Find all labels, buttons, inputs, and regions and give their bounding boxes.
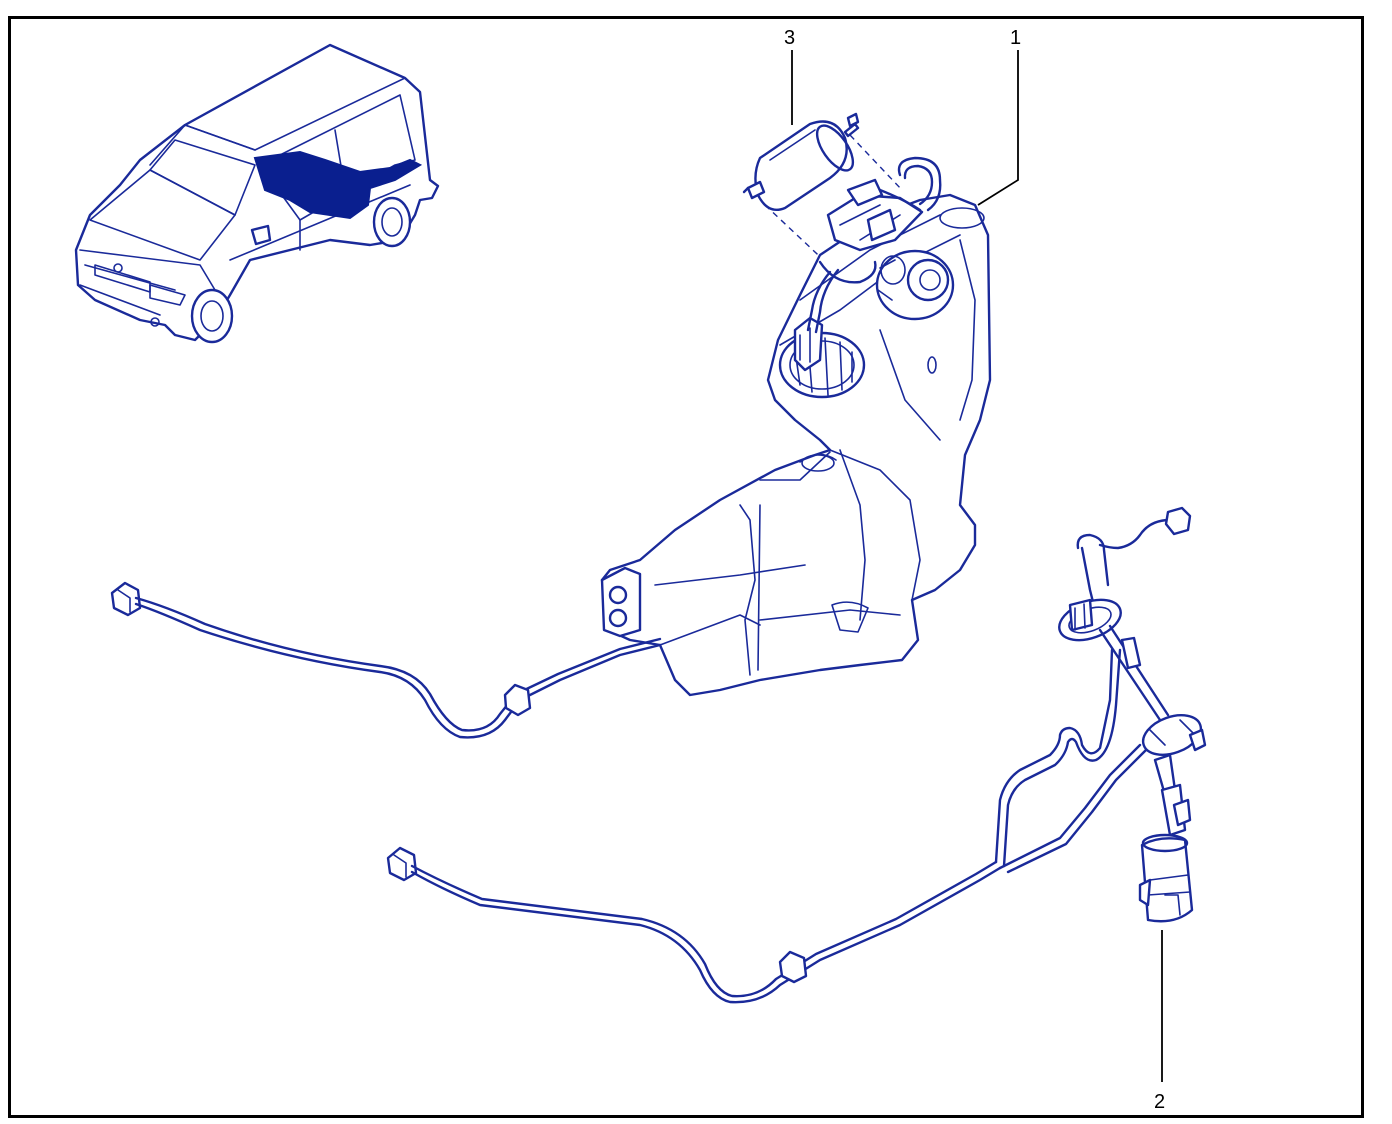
pipework-right <box>994 648 1148 874</box>
harness-lower <box>386 846 1002 1004</box>
tank-location-highlight <box>253 150 423 220</box>
fuel-pump-icon <box>1058 506 1207 923</box>
callout-1: 1 <box>1010 27 1021 49</box>
fuel-filter-icon <box>742 112 903 269</box>
tank-connector <box>826 178 924 252</box>
van-location-icon <box>74 43 440 344</box>
callout-2: 2 <box>1154 1091 1165 1113</box>
filler-cap <box>875 249 955 321</box>
callout-3: 3 <box>784 27 795 49</box>
fuel-tank-icon <box>600 156 992 697</box>
harness-upper <box>110 581 662 739</box>
leader-1 <box>977 50 1019 206</box>
